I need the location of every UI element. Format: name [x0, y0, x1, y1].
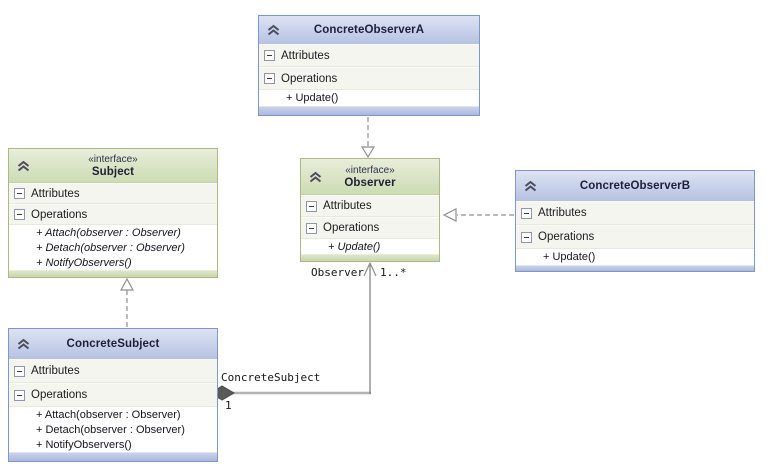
- operations-list: + Update(): [301, 239, 439, 254]
- operations-label: Operations: [281, 72, 338, 85]
- operations-list: + Update(): [516, 249, 754, 265]
- association-role-label: Observer: [311, 266, 364, 279]
- class-footer-strip: [9, 452, 217, 461]
- class-footer-strip: [301, 254, 439, 261]
- operation-item: + Attach(observer : Observer): [36, 226, 181, 239]
- interface-box-observer[interactable]: «interface» Observer Attributes Operatio…: [300, 158, 440, 262]
- realization-concreteobservera-observer[interactable]: [360, 117, 376, 159]
- operations-collapse-icon[interactable]: [14, 209, 25, 220]
- class-footer-strip: [516, 265, 754, 271]
- class-box-concrete-observer-a[interactable]: ConcreteObserverA Attributes Operations …: [258, 15, 480, 116]
- class-header: ConcreteSubject: [9, 329, 217, 359]
- operations-label: Operations: [31, 208, 88, 221]
- collapse-chevron-icon[interactable]: [308, 170, 323, 183]
- operations-list: + Attach(observer : Observer) + Detach(o…: [9, 407, 217, 452]
- operations-row: Operations: [516, 225, 754, 249]
- attributes-collapse-icon[interactable]: [14, 188, 25, 199]
- operations-label: Operations: [31, 389, 88, 401]
- attributes-row: Attributes: [9, 359, 217, 383]
- operations-row: Operations: [9, 204, 217, 225]
- operations-collapse-icon[interactable]: [14, 389, 25, 401]
- operations-row: Operations: [259, 67, 479, 90]
- class-title: Subject: [91, 165, 135, 178]
- attributes-row: Attributes: [259, 44, 479, 67]
- attributes-collapse-icon[interactable]: [264, 50, 275, 61]
- attributes-row: Attributes: [301, 195, 439, 217]
- collapse-chevron-icon[interactable]: [523, 179, 538, 192]
- operations-list: + Attach(observer : Observer) + Detach(o…: [9, 225, 217, 270]
- class-title: ConcreteSubject: [66, 337, 160, 350]
- class-title: ConcreteObserverA: [313, 23, 425, 36]
- operation-item: + NotifyObservers(): [36, 256, 132, 269]
- stereotype-label: «interface»: [345, 164, 395, 176]
- class-footer-strip: [259, 106, 479, 115]
- attributes-label: Attributes: [323, 200, 372, 212]
- operations-label: Operations: [323, 222, 380, 234]
- operation-item: + Update(): [328, 240, 381, 253]
- attributes-collapse-icon[interactable]: [521, 207, 532, 219]
- operation-item: + Update(): [543, 251, 596, 263]
- class-title: Observer: [344, 176, 396, 189]
- attributes-label: Attributes: [31, 365, 80, 377]
- operations-list: + Update(): [259, 90, 479, 106]
- operations-collapse-icon[interactable]: [264, 73, 275, 84]
- operation-item: + Detach(observer : Observer): [36, 423, 185, 436]
- interface-box-subject[interactable]: «interface» Subject Attributes Operation…: [8, 148, 218, 278]
- attributes-collapse-icon[interactable]: [14, 365, 25, 377]
- attributes-row: Attributes: [516, 201, 754, 225]
- realization-concreteobserverb-observer[interactable]: [442, 208, 514, 222]
- class-header: «interface» Subject: [9, 149, 217, 183]
- operations-row: Operations: [301, 217, 439, 239]
- class-title: ConcreteObserverB: [579, 179, 691, 192]
- collapse-chevron-icon[interactable]: [16, 159, 31, 172]
- attributes-collapse-icon[interactable]: [306, 200, 317, 212]
- attributes-label: Attributes: [281, 49, 330, 62]
- class-footer-strip: [9, 270, 217, 277]
- operations-collapse-icon[interactable]: [521, 231, 532, 243]
- attributes-label: Attributes: [538, 207, 587, 219]
- collapse-chevron-icon[interactable]: [16, 337, 31, 350]
- operation-item: + Attach(observer : Observer): [36, 408, 181, 421]
- operations-row: Operations: [9, 383, 217, 407]
- operation-item: + Detach(observer : Observer): [36, 241, 185, 254]
- class-header: «interface» Observer: [301, 159, 439, 195]
- attributes-row: Attributes: [9, 183, 217, 204]
- class-header: ConcreteObserverB: [516, 171, 754, 201]
- association-multiplicity-label: 1..*: [380, 266, 407, 279]
- operations-collapse-icon[interactable]: [306, 222, 317, 234]
- class-box-concrete-observer-b[interactable]: ConcreteObserverB Attributes Operations …: [515, 170, 755, 272]
- attributes-label: Attributes: [31, 187, 80, 200]
- realization-concretesubject-subject[interactable]: [119, 277, 135, 327]
- collapse-chevron-icon[interactable]: [266, 23, 281, 36]
- stereotype-label: «interface»: [88, 153, 138, 165]
- class-header: ConcreteObserverA: [259, 16, 479, 44]
- class-box-concrete-subject[interactable]: ConcreteSubject Attributes Operations + …: [8, 328, 218, 462]
- operations-label: Operations: [538, 231, 595, 243]
- composition-multiplicity-label: 1: [225, 399, 232, 412]
- operation-item: + Update(): [286, 92, 339, 104]
- operation-item: + NotifyObservers(): [36, 438, 132, 451]
- composition-role-label: ConcreteSubject: [221, 371, 321, 384]
